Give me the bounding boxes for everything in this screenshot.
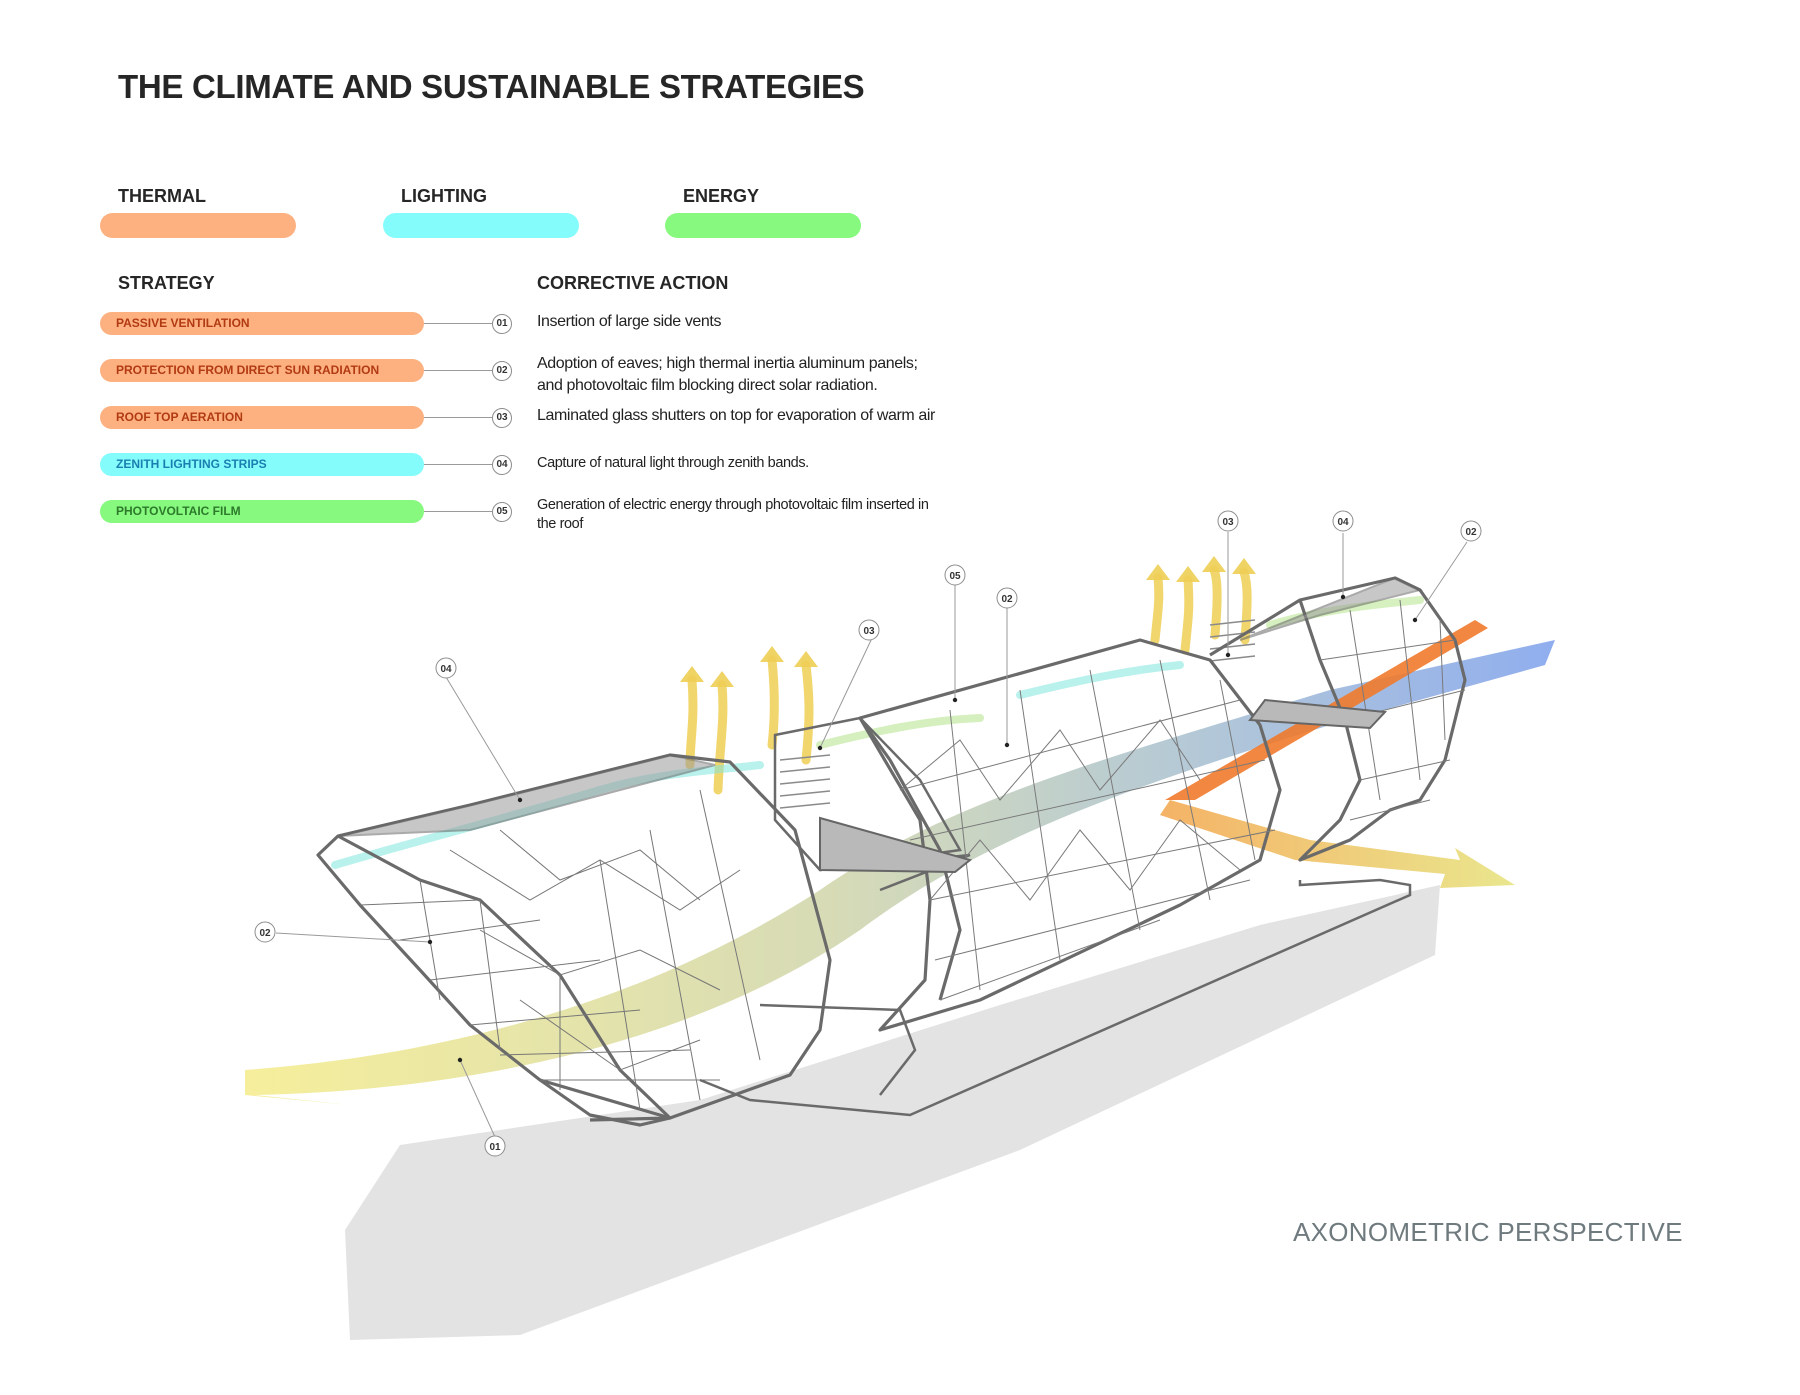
callout-dots — [427, 594, 1418, 1063]
strategy-pill: PROTECTION FROM DIRECT SUN RADIATION — [100, 359, 424, 382]
callout-01: 01 — [489, 1142, 501, 1153]
category-swatch-energy — [665, 213, 861, 238]
strategy-pill: ZENITH LIGHTING STRIPS — [100, 453, 424, 476]
callout-02: 02 — [1001, 594, 1013, 605]
number-badge: 02 — [492, 361, 512, 381]
warm-air-arrowheads — [680, 556, 1256, 687]
callout-04: 04 — [440, 664, 452, 675]
leader-line — [424, 323, 492, 324]
callout-03: 03 — [863, 626, 875, 637]
view-label: AXONOMETRIC PERSPECTIVE — [1293, 1217, 1683, 1247]
callout-02: 02 — [1465, 527, 1477, 538]
action-text-02-line2: and photovoltaic film blocking direct so… — [537, 377, 878, 394]
number-badge: 01 — [492, 314, 512, 334]
leader-line — [424, 370, 492, 371]
callout-04: 04 — [1337, 517, 1349, 528]
ventilation-flow — [245, 640, 1555, 1105]
warm-air-arrows — [685, 565, 1252, 795]
category-label-energy: ENERGY — [683, 186, 760, 206]
strategy-pill: PHOTOVOLTAIC FILM — [100, 500, 424, 523]
action-text-05-line2: the roof — [537, 516, 583, 532]
right-roof-band — [1239, 576, 1423, 641]
category-swatch-thermal — [100, 213, 296, 238]
callout-03: 03 — [1222, 517, 1234, 528]
eave-shelf — [1248, 698, 1388, 730]
strategy-column-heading: STRATEGY — [118, 273, 215, 293]
strategy-row-02: PROTECTION FROM DIRECT SUN RADIATION 02 — [100, 359, 512, 385]
eave-shelf-left — [819, 816, 973, 874]
category-swatch-lighting — [383, 213, 579, 238]
number-badge: 04 — [492, 455, 512, 475]
page-title: THE CLIMATE AND SUSTAINABLE STRATEGIES — [118, 68, 865, 105]
number-badge: 03 — [492, 408, 512, 428]
action-text-03: Laminated glass shutters on top for evap… — [537, 407, 935, 424]
action-text-05-line1: Generation of electric energy through ph… — [537, 497, 929, 513]
action-text-04: Capture of natural light through zenith … — [537, 455, 809, 471]
action-text-01: Insertion of large side vents — [537, 313, 722, 330]
category-label-thermal: THERMAL — [118, 186, 206, 206]
left-roof-band — [337, 753, 716, 837]
louvers — [779, 619, 1256, 809]
callout-05: 05 — [949, 571, 961, 582]
action-column-heading: CORRECTIVE ACTION — [537, 273, 729, 293]
callout-badges — [254, 510, 1482, 1157]
callout-leaders — [275, 532, 1468, 1138]
right-pod-mesh — [1319, 599, 1466, 821]
callout-02: 02 — [259, 928, 271, 939]
leader-line — [424, 511, 492, 512]
strategy-row-05: PHOTOVOLTAIC FILM 05 — [100, 500, 512, 526]
leader-line — [424, 464, 492, 465]
strategy-pill: ROOF TOP AERATION — [100, 406, 424, 429]
strategy-row-04: ZENITH LIGHTING STRIPS 04 — [100, 453, 512, 479]
strategy-row-01: PASSIVE VENTILATION 01 — [100, 312, 512, 338]
middle-pod-mesh — [899, 659, 1276, 1001]
category-label-lighting: LIGHTING — [401, 186, 487, 206]
number-badge: 05 — [492, 502, 512, 522]
action-text-02-line1: Adoption of eaves; high thermal inertia … — [537, 355, 918, 372]
strategy-pill: PASSIVE VENTILATION — [100, 312, 424, 335]
strategy-row-03: ROOF TOP AERATION 03 — [100, 406, 512, 432]
leader-line — [424, 417, 492, 418]
